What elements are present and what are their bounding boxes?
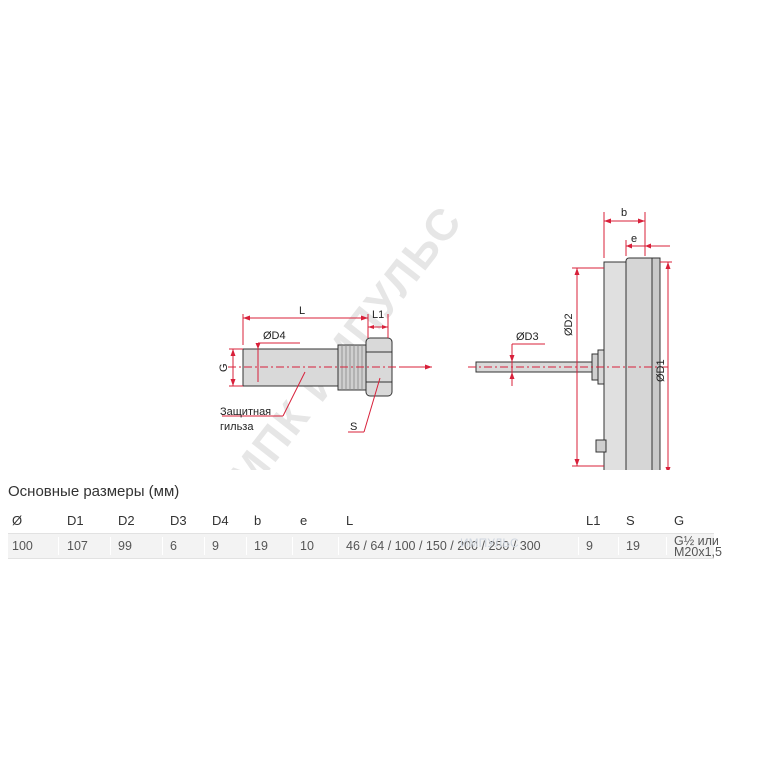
table-title: Основные размеры (мм)	[8, 483, 180, 500]
label-L1: L1	[372, 309, 384, 321]
label-D1: ØD1	[655, 359, 667, 382]
label-e: e	[631, 233, 637, 245]
label-L-left: L	[299, 305, 305, 317]
value-cell: 9	[212, 539, 219, 553]
left-dimensions	[222, 314, 432, 433]
value-cell: 19	[254, 539, 268, 553]
table-watermark: ИМПУЛЬС	[460, 536, 519, 550]
header-cell: L1	[586, 513, 601, 528]
technical-drawing: МПК ИМПУЛЬС	[218, 197, 672, 470]
header-cell: D2	[118, 513, 135, 528]
value-cell: 9	[586, 539, 593, 553]
header-cell: G	[674, 513, 685, 528]
header-cell: D1	[67, 513, 84, 528]
label-sleeve-1: Защитная	[220, 406, 271, 418]
table-values-row: 100 107 99 6 9 19 10 46 / 64 / 100 / 150…	[8, 533, 722, 559]
label-sleeve-2: гильза	[220, 421, 254, 433]
header-cell: D4	[212, 513, 229, 528]
header-cell: b	[254, 513, 262, 528]
header-cell: e	[300, 513, 308, 528]
header-cell: S	[626, 513, 635, 528]
label-b: b	[621, 207, 627, 219]
value-cell: 46 / 64 / 100 / 150 / 200 / 250 / 300	[346, 539, 541, 553]
value-cell-g: G½ или М20х1,5	[674, 534, 722, 559]
value-cell: 107	[67, 539, 88, 553]
protective-sleeve	[228, 337, 432, 397]
header-cell: Ø	[12, 513, 23, 528]
thermometer-body	[468, 257, 670, 470]
g-value-line-2: М20х1,5	[674, 545, 722, 559]
value-cell: 100	[12, 539, 33, 553]
value-cell: 10	[300, 539, 314, 553]
header-cell: L	[346, 513, 354, 528]
value-cell: 99	[118, 539, 132, 553]
label-D4: ØD4	[263, 330, 286, 342]
g-value-line-1: G½ или	[674, 534, 719, 548]
label-G: G	[218, 363, 230, 372]
value-cell: 6	[170, 539, 177, 553]
label-D2: ØD2	[563, 313, 575, 336]
label-D3: ØD3	[516, 331, 539, 343]
table-header-row: Ø D1 D2 D3 D4 b e L L1 S G	[8, 509, 714, 533]
label-S: S	[350, 421, 357, 433]
watermark: МПК ИМПУЛЬС	[219, 197, 472, 470]
header-cell: D3	[170, 513, 187, 528]
value-cell: 19	[626, 539, 640, 553]
right-dimensions	[509, 212, 672, 470]
